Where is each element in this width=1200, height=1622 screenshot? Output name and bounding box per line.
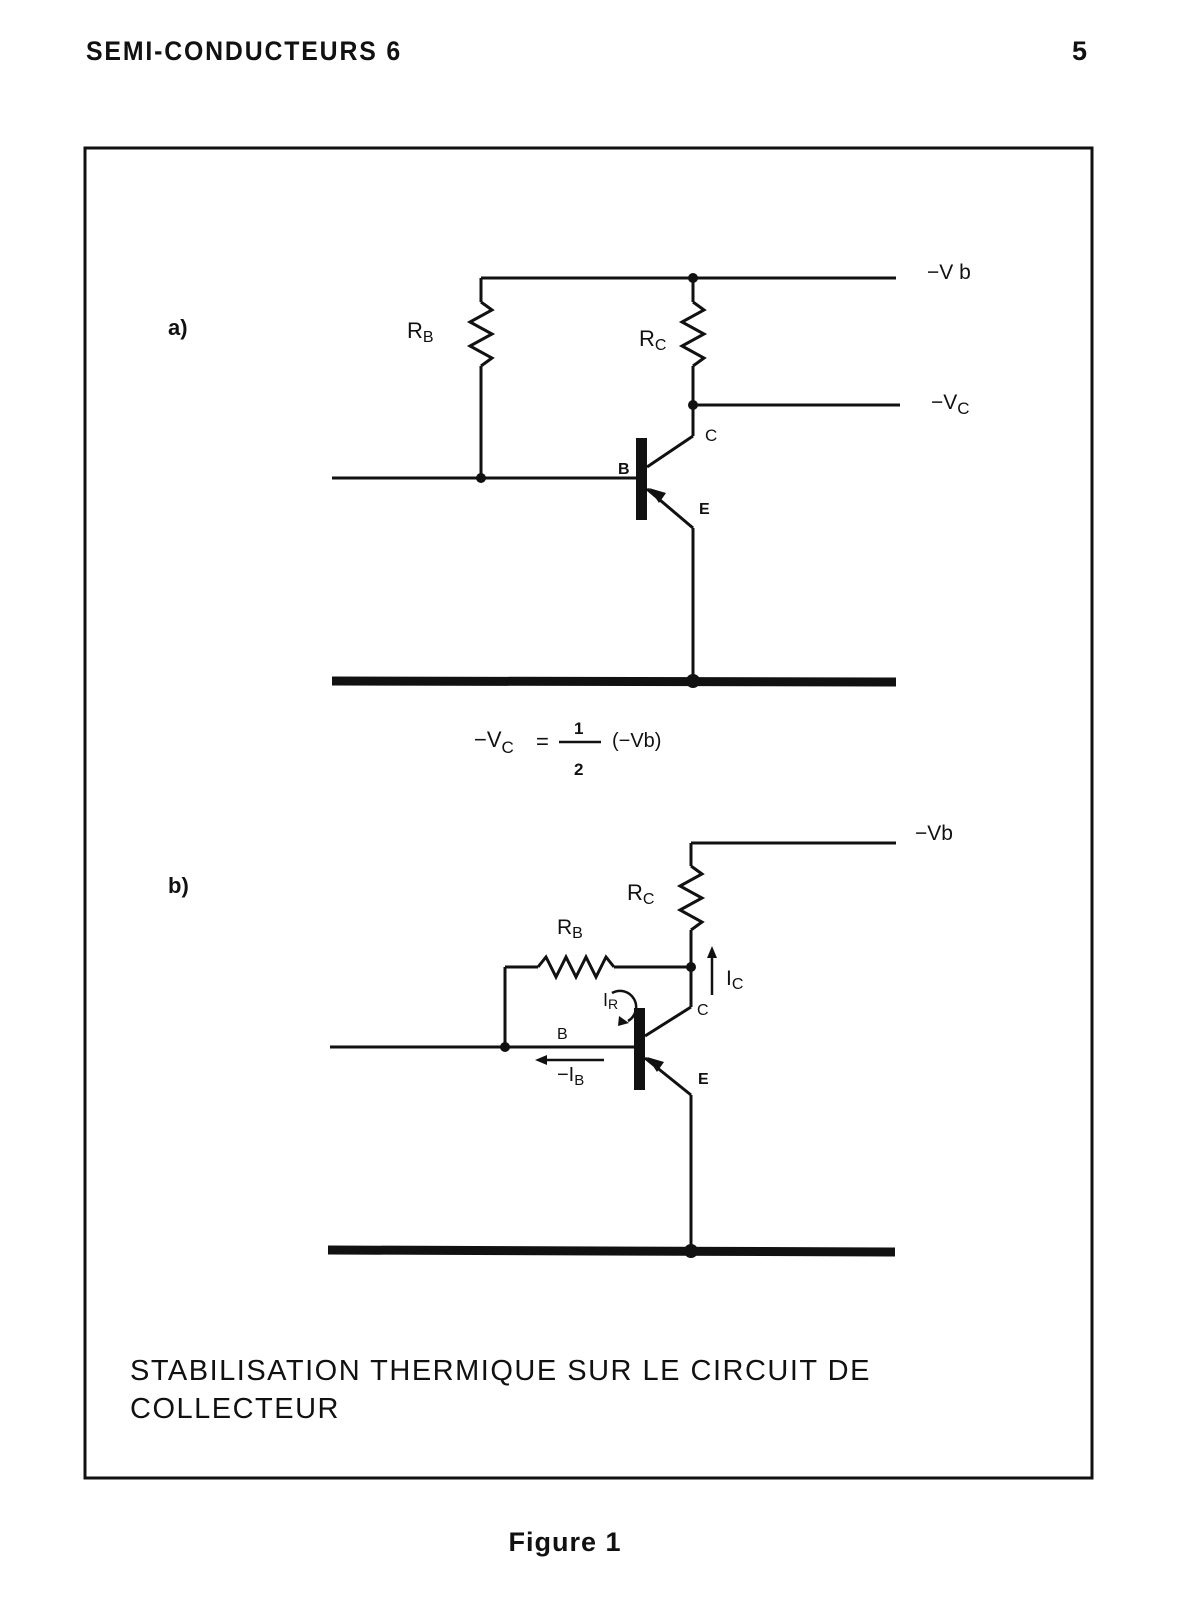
b-pin-b-label: B [557, 1026, 568, 1043]
a-junction-dot [476, 473, 486, 483]
figure-label: Figure 1 [508, 1527, 622, 1557]
caption-line-1: STABILISATION THERMIQUE SUR LE CIRCUIT D… [130, 1355, 871, 1387]
b-pin-e-label: E [698, 1071, 709, 1088]
page-number: 5 [1072, 36, 1090, 66]
a-rc-label: RC [639, 326, 666, 354]
formula-equals: = [536, 729, 549, 754]
figure-caption: STABILISATION THERMIQUE SUR LE CIRCUIT D… [130, 1352, 1030, 1428]
circuit-a [331, 273, 900, 688]
a-vb-label: −V b [927, 261, 971, 284]
a-rb-resistor [466, 300, 496, 368]
b-part-label: b) [168, 873, 189, 898]
figure-frame [83, 146, 1094, 1480]
b-rc-label: RC [627, 880, 654, 908]
b-pin-c-label: C [697, 1002, 709, 1019]
caption-line-2: COLLECTEUR [130, 1393, 340, 1425]
b-rb-label: RB [557, 916, 583, 942]
formula-numerator: 1 [574, 719, 583, 738]
b-ir-label: IR [603, 990, 618, 1012]
formula-denominator: 2 [574, 760, 583, 779]
b-emitter-arrow [647, 1057, 664, 1072]
b-ground-rail [327, 1245, 896, 1257]
b-vb-label: −Vb [915, 822, 953, 845]
b-ib-arrow-head [535, 1055, 547, 1065]
formula-lhs: −VC [474, 727, 514, 757]
a-junction-dot [686, 674, 700, 688]
b-junction-dot [684, 1244, 698, 1258]
b-rb-resistor [536, 953, 616, 981]
b-ir-arrow-head [618, 1016, 629, 1026]
a-rc-resistor [678, 300, 708, 368]
b-junction-dot [500, 1042, 510, 1052]
a-rb-label: RB [407, 318, 434, 346]
a-pin-e-label: E [699, 501, 710, 518]
a-ground-rail [331, 676, 897, 687]
a-emitter-arrow [649, 488, 666, 503]
b-collector-lead [644, 1005, 692, 1038]
a-collector-lead [646, 434, 694, 469]
a-pin-c-label: C [705, 426, 717, 445]
a-transistor-base-bar [636, 438, 647, 520]
b-rc-resistor [676, 864, 706, 932]
a-vc-label: −VC [931, 391, 970, 418]
a-pin-b-label: B [618, 461, 630, 478]
b-ir-circular-arrow [611, 989, 638, 1023]
b-transistor-base-bar [634, 1008, 645, 1090]
a-junction-dot [688, 400, 698, 410]
circuit-b [327, 841, 896, 1258]
formula: −VC = 1 2 (−Vb) [474, 719, 661, 779]
a-part-label: a) [168, 315, 188, 340]
b-ic-label: IC [726, 967, 743, 993]
a-junction-dot [688, 273, 698, 283]
b-junction-dot [686, 962, 696, 972]
b-ic-arrow-head [707, 946, 717, 958]
b-ib-label: −IB [557, 1064, 584, 1089]
formula-rhs: (−Vb) [612, 730, 661, 752]
running-header-title: SEMI-CONDUCTEURS 6 [86, 36, 403, 66]
